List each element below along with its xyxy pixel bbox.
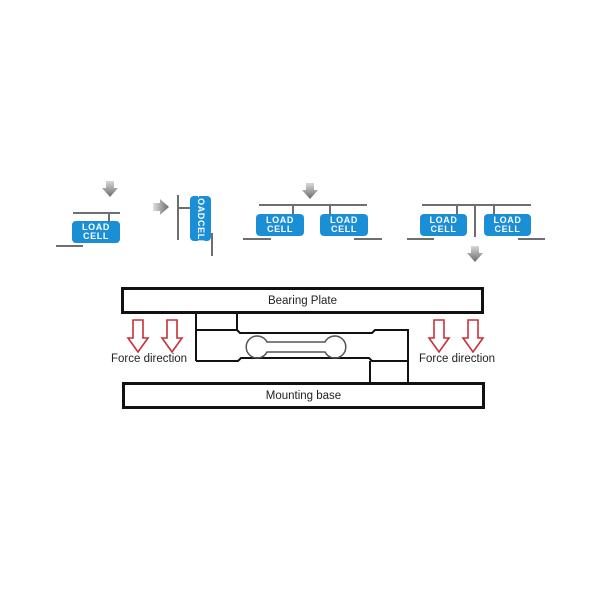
cell-bottom-edge bbox=[196, 357, 408, 362]
load-cell-box: LOAD CELL bbox=[72, 221, 120, 243]
force-arrow-icon bbox=[461, 319, 485, 354]
base-line-left bbox=[407, 238, 434, 240]
load-cell-box: LOAD CELL bbox=[190, 192, 211, 245]
left-mount-block-top bbox=[196, 312, 238, 331]
force-arrow-icon bbox=[427, 319, 451, 354]
bearing-plate-label: Bearing Plate bbox=[267, 294, 338, 307]
beam-connector-left bbox=[456, 204, 458, 214]
wall-line bbox=[177, 195, 179, 240]
beam-connector bbox=[177, 207, 190, 209]
arrow-down-icon bbox=[467, 246, 483, 262]
beam-connector-right bbox=[493, 204, 495, 214]
beam-line bbox=[73, 212, 120, 214]
force-arrow-icon bbox=[160, 319, 184, 354]
bearing-plate: Bearing Plate bbox=[121, 287, 484, 314]
base-line bbox=[211, 233, 213, 256]
load-cell-box-right: LOAD CELL bbox=[484, 214, 531, 236]
strain-slot bbox=[245, 335, 347, 359]
beam-line bbox=[259, 204, 367, 206]
beam-connector bbox=[108, 212, 110, 221]
arrow-down-icon bbox=[302, 183, 318, 199]
force-direction-label-right: Force direction bbox=[419, 353, 496, 365]
beam-line bbox=[422, 204, 531, 206]
arrow-down-icon bbox=[102, 181, 118, 197]
cell-top-edge bbox=[236, 329, 409, 383]
arrow-right-icon bbox=[153, 199, 169, 215]
load-cell-box-right: LOAD CELL bbox=[320, 214, 368, 236]
mounting-base-label: Mounting base bbox=[265, 389, 342, 402]
load-cell-box-left: LOAD CELL bbox=[256, 214, 304, 236]
beam-connector-center bbox=[474, 204, 476, 237]
mounting-base: Mounting base bbox=[122, 382, 485, 409]
load-cell-box-left: LOAD CELL bbox=[420, 214, 467, 236]
force-direction-label-left: Force direction bbox=[111, 353, 188, 365]
force-arrow-icon bbox=[126, 319, 150, 354]
base-line-right bbox=[518, 238, 545, 240]
base-line bbox=[56, 245, 83, 247]
base-line-left bbox=[243, 238, 271, 240]
beam-connector-right bbox=[329, 204, 331, 214]
base-line-right bbox=[354, 238, 382, 240]
beam-connector-left bbox=[292, 204, 294, 214]
